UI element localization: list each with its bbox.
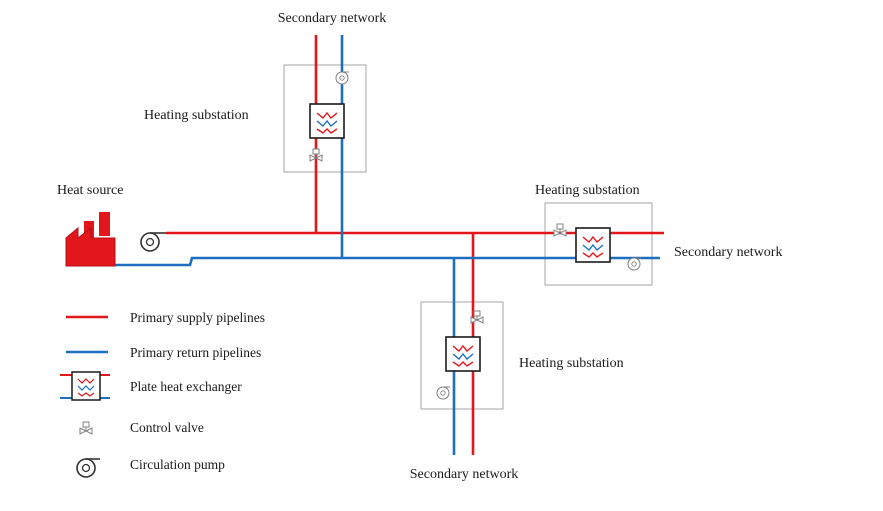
label-secondary-network-top: Secondary network xyxy=(278,11,386,26)
label-heating-substation-right: Heating substation xyxy=(535,183,640,198)
label-secondary-network-right: Secondary network xyxy=(674,245,782,260)
legend-return-label: Primary return pipelines xyxy=(130,345,261,360)
legend-circulation-pump-icon xyxy=(76,458,100,478)
plate-heat-exchanger-icon-right xyxy=(575,227,611,263)
label-secondary-network-bottom: Secondary network xyxy=(410,467,518,482)
plate-heat-exchanger-icon-bottom xyxy=(445,336,481,372)
legend-supply-label: Primary supply pipelines xyxy=(130,310,265,325)
plate-heat-exchanger-icon-top xyxy=(309,103,345,139)
legend-valve-label: Control valve xyxy=(130,420,204,435)
legend-pump-label: Circulation pump xyxy=(130,457,225,472)
legend-control-valve-icon xyxy=(79,421,93,435)
label-heating-substation-bottom: Heating substation xyxy=(519,356,624,371)
legend-plate-heat-exchanger-icon xyxy=(60,371,110,401)
label-heat-source: Heat source xyxy=(57,183,123,198)
legend: Primary supply pipelines Primary return … xyxy=(60,310,265,478)
factory-icon xyxy=(65,212,116,267)
legend-exchanger-label: Plate heat exchanger xyxy=(130,379,242,394)
label-heating-substation-top: Heating substation xyxy=(144,108,249,123)
circulation-pump-icon-main xyxy=(140,232,166,252)
